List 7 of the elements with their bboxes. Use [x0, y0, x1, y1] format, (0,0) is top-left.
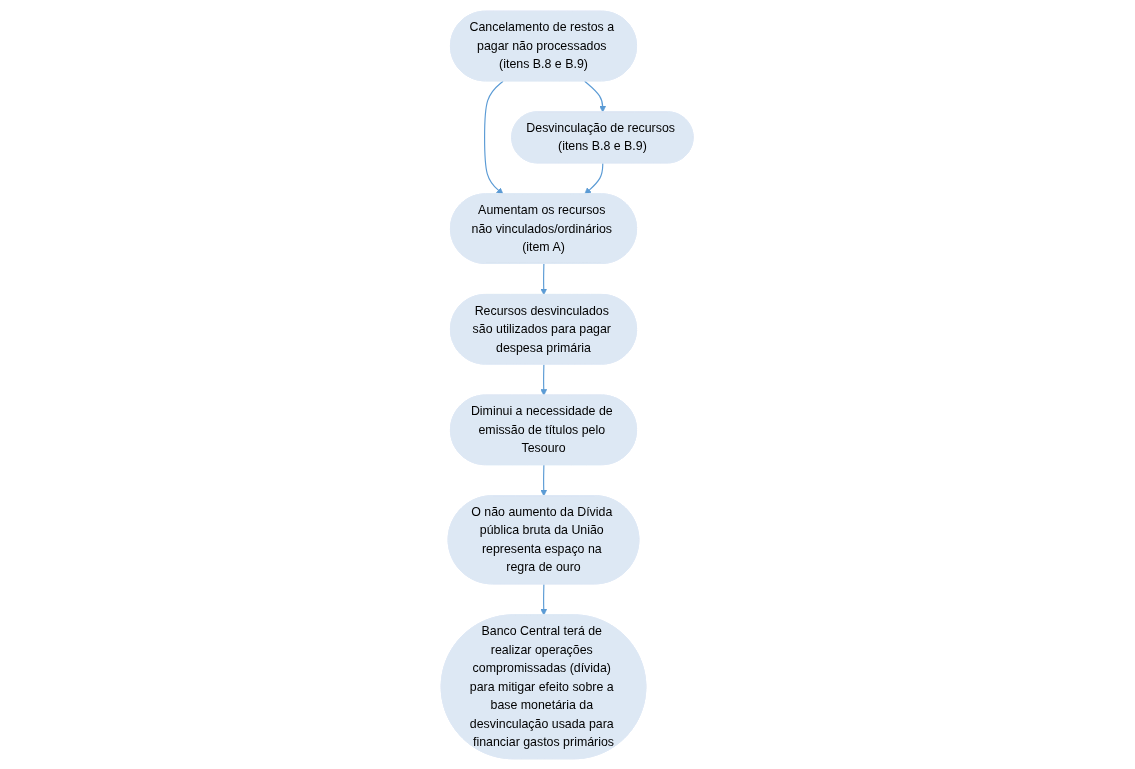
arrow	[584, 80, 607, 112]
arrow	[540, 583, 548, 616]
arrow	[484, 80, 504, 195]
arrow	[540, 464, 548, 496]
arrow	[584, 162, 604, 195]
arrow	[540, 363, 548, 396]
arrow	[540, 262, 548, 295]
